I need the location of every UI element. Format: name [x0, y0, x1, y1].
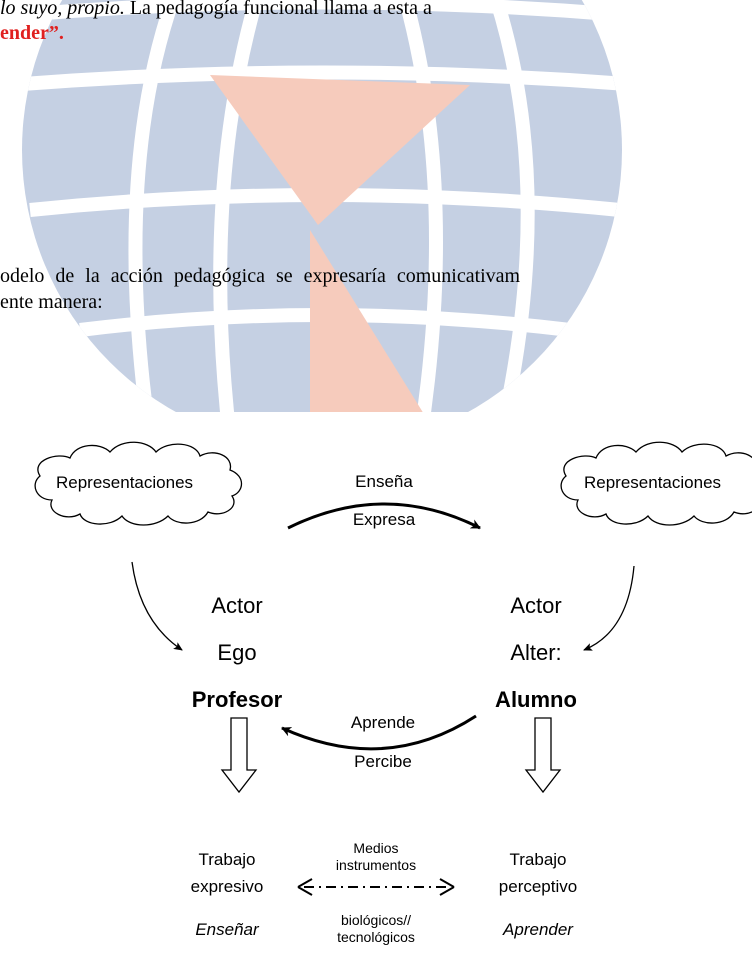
text-line-3: odelo de la acción pedagógica se expresa…: [0, 265, 521, 287]
text-line-4: ente manera:: [0, 291, 103, 313]
right-down-arrow: [524, 717, 562, 794]
text-line-1: lo suyo, propio. La pedagogía funcional …: [0, 0, 432, 20]
learn-label: Aprende: [350, 713, 416, 732]
globe-meridian-line: [128, 0, 187, 440]
means-label-2: instrumentos: [335, 857, 417, 873]
express-label: Expresa: [352, 510, 416, 529]
cloud-right-label: Representaciones: [584, 473, 722, 492]
bio-label-1: biológicos//: [340, 912, 412, 928]
globe-salmon-triangle-bottom: [310, 230, 440, 440]
cloud-right-shape: [560, 441, 752, 526]
globe-salmon-triangle-top: [210, 75, 470, 225]
globe-latitude-line: [22, 65, 622, 92]
left-down-arrow: [220, 717, 258, 794]
bio-label-2: tecnológicos: [337, 929, 415, 945]
right-verb-label: Aprender: [503, 920, 573, 939]
means-double-arrow-left-head: [297, 878, 313, 896]
globe-meridian-line: [483, 0, 535, 440]
globe-meridian-line: [213, 0, 269, 440]
right-person-label: Alumno: [495, 687, 577, 712]
left-verb-label: Enseñar: [195, 920, 259, 939]
means-double-arrow-right-head: [439, 878, 455, 896]
left-role-label: Ego: [217, 640, 257, 665]
cloud-left-shape: [34, 441, 243, 526]
left-person-label: Profesor: [191, 687, 283, 712]
right-work-label-1: Trabajo: [509, 850, 567, 869]
teach-label: Enseña: [355, 472, 413, 491]
left-work-label-1: Trabajo: [198, 850, 256, 869]
globe-latitude-line: [22, 0, 622, 22]
perceive-label: Percibe: [354, 752, 412, 771]
globe-watermark: [0, 0, 752, 440]
left-work-label-2: expresivo: [190, 877, 264, 896]
right-role-label: Alter:: [510, 640, 562, 665]
means-label-1: Medios: [353, 840, 399, 856]
left-actor-label: Actor: [211, 593, 263, 618]
cloud-right-to-alter-arrow: [583, 565, 635, 651]
text-line-1-italic: lo suyo, propio.: [0, 0, 125, 19]
right-work-label-2: perceptivo: [498, 877, 578, 896]
text-line-1-normal: La pedagogía funcional llama a esta a: [124, 0, 432, 19]
cloud-left-to-ego-arrow: [131, 561, 183, 651]
text-line-2-red: ender”.: [0, 22, 64, 44]
cloud-left-label: Representaciones: [56, 473, 194, 492]
teach-arrow: [287, 502, 481, 530]
globe-meridian-line: [393, 0, 443, 440]
right-actor-label: Actor: [510, 593, 562, 618]
learn-arrow: [281, 714, 477, 751]
